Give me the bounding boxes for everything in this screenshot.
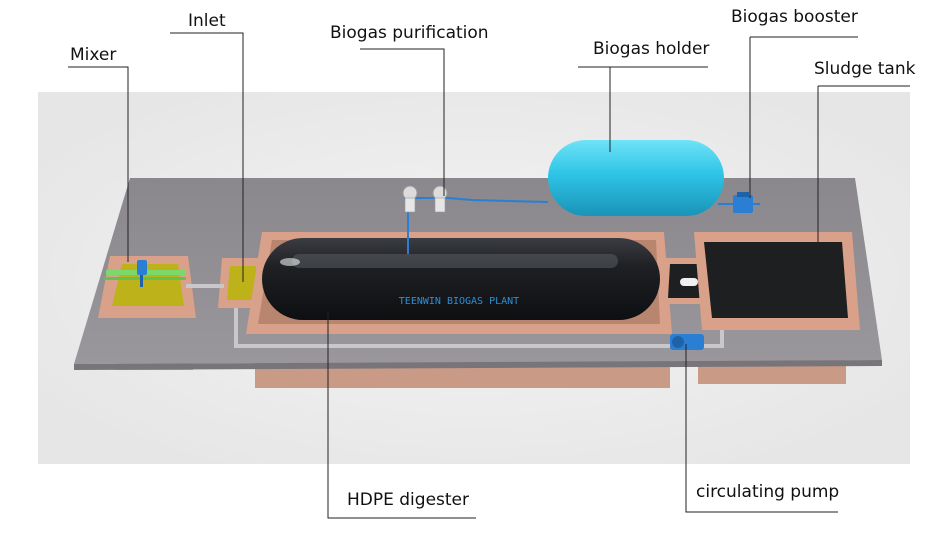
label-mixer: Mixer (70, 45, 117, 65)
sludge-tank (694, 232, 860, 330)
biogas-holder (548, 140, 724, 216)
biogas-booster (733, 192, 753, 213)
purification-leader (360, 48, 445, 196)
biogas-purification-units (402, 185, 448, 213)
inlet-leader (170, 32, 244, 282)
hdpe-digester (262, 238, 660, 320)
label-sludge-tank: Sludge tank (814, 59, 916, 79)
mixer-pit (98, 256, 196, 318)
digester-brand-text: TEENWIN BIOGAS PLANT (399, 296, 519, 307)
label-biogas-holder: Biogas holder (593, 39, 710, 59)
mixer-leader (68, 66, 129, 262)
label-circulating-pump: circulating pump (696, 482, 840, 502)
circulating-pump (670, 334, 704, 350)
ground-platform-edge (74, 360, 882, 370)
pump-leader (685, 344, 838, 513)
label-biogas-purification: Biogas purification (330, 23, 489, 43)
label-hdpe-digester: HDPE digester (347, 490, 470, 510)
leader-lines (68, 32, 910, 519)
digester-leader (327, 312, 476, 519)
label-biogas-booster: Biogas booster (731, 7, 858, 27)
label-inlet: Inlet (188, 11, 226, 31)
